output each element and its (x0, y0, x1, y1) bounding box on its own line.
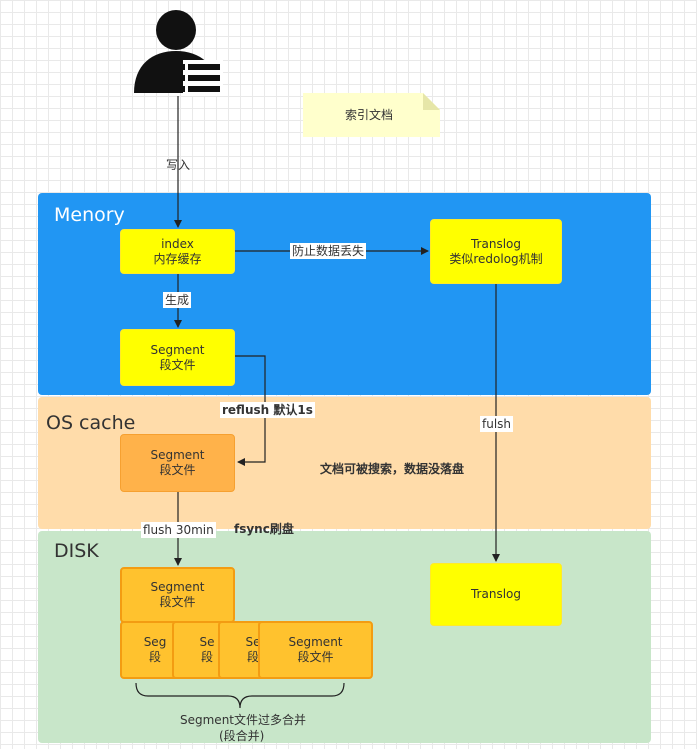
disk-segment-line1: Seg (143, 635, 167, 649)
segment-memory-line2: 段文件 (159, 357, 196, 372)
memory-panel-title: Menory (54, 204, 125, 226)
disk-segment-line2: 段文件 (297, 650, 334, 664)
searchable-annotation: 文档可被搜索，数据没落盘 (320, 462, 465, 476)
index-buffer-line1: index (161, 236, 194, 251)
note-shape (303, 93, 440, 137)
segment-os-line1: Segment (150, 448, 205, 462)
disk-segment-line1: Se (245, 635, 261, 649)
translog-disk-node: Translog (430, 563, 562, 626)
disk-segment-line1: Se (199, 635, 215, 649)
edge-label-fulsh: fulsh (480, 416, 514, 432)
segment-os-cache-node: Segment 段文件 (120, 434, 235, 492)
disk-segment-line2: 段文件 (159, 595, 196, 609)
edge-label-generate: 生成 (163, 292, 192, 308)
segment-memory-node: Segment 段文件 (120, 329, 235, 386)
note-text: 索引文档 (345, 108, 394, 122)
edge-label-flush: flush 30min (141, 522, 216, 538)
disk-segment-line2: 段 (148, 650, 161, 664)
disk-panel-title: DISK (54, 540, 99, 562)
translog-memory-node: Translog 类似redolog机制 (430, 219, 562, 284)
translog-memory-line1: Translog (470, 236, 521, 251)
edge-label-prevent-loss: 防止数据丢失 (290, 243, 367, 259)
segment-os-line2: 段文件 (159, 463, 196, 477)
index-buffer-node: index 内存缓存 (120, 229, 235, 274)
translog-memory-line2: 类似redolog机制 (449, 251, 543, 266)
os-cache-panel-title: OS cache (46, 412, 136, 434)
disk-segment-line2: 段 (246, 650, 259, 664)
user-icon (134, 10, 223, 96)
merge-brace (135, 682, 345, 709)
segment-memory-line1: Segment (150, 342, 205, 357)
disk-segment-line1: Segment (150, 580, 205, 594)
fsync-annotation: fsync刷盘 (234, 522, 294, 536)
disk-segment-line2: 段 (200, 650, 213, 664)
translog-disk-line1: Translog (470, 587, 521, 601)
disk-segment-node: Segment 段文件 (258, 621, 373, 679)
merge-annotation-line1: Segment文件过多合并 (180, 713, 307, 727)
index-buffer-line2: 内存缓存 (153, 251, 202, 266)
edge-label-write: 写入 (166, 158, 191, 172)
edge-label-reflush: reflush 默认1s (220, 402, 315, 418)
disk-segment-line1: Segment (288, 635, 343, 649)
merge-annotation-line2: (段合并) (219, 729, 265, 743)
disk-segment-node: Segment 段文件 (120, 567, 235, 623)
